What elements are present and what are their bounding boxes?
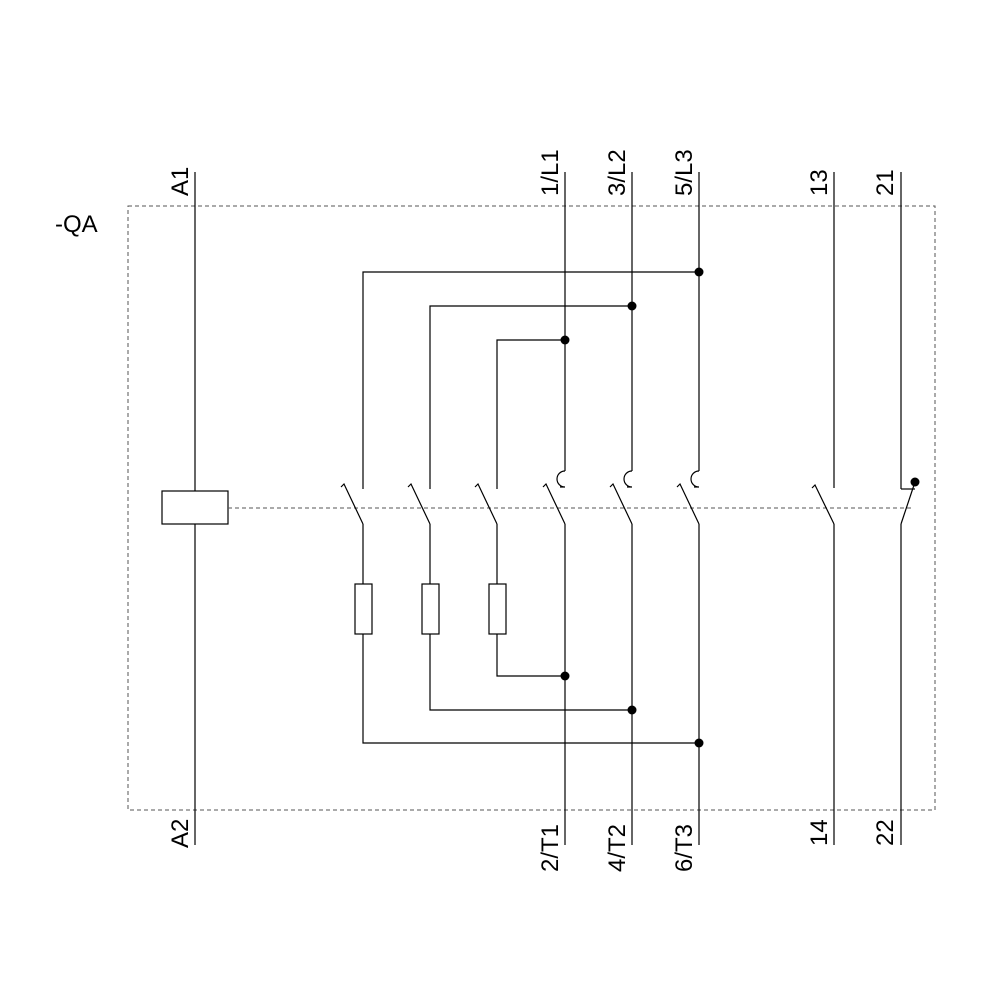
terminal-label-l1: 1/L1 bbox=[537, 149, 564, 196]
terminal-label-22: 22 bbox=[872, 819, 899, 846]
terminal-label-a2: A2 bbox=[167, 819, 194, 848]
aux-contact-nc bbox=[900, 172, 920, 845]
terminal-label-t2: 4/T2 bbox=[604, 824, 631, 872]
bypass-branch-l2 bbox=[407, 301, 637, 715]
device-boundary bbox=[127, 205, 936, 811]
aux-contact-no bbox=[811, 172, 835, 845]
device-label: -QA bbox=[55, 211, 98, 238]
terminal-label-a1: A1 bbox=[167, 167, 194, 196]
terminal-label-14: 14 bbox=[806, 819, 833, 846]
main-contact-l3 bbox=[676, 172, 700, 845]
resistor-l1 bbox=[488, 583, 507, 635]
bypass-branch-l3 bbox=[340, 267, 704, 748]
terminal-label-l2: 3/L2 bbox=[604, 149, 631, 196]
main-contact-l2 bbox=[609, 172, 633, 845]
terminal-label-t1: 2/T1 bbox=[537, 824, 564, 872]
resistor-l3 bbox=[354, 583, 373, 635]
coil-circuit bbox=[161, 172, 229, 845]
main-contact-l1 bbox=[542, 172, 566, 845]
terminal-label-l3: 5/L3 bbox=[671, 149, 698, 196]
resistor-l2 bbox=[421, 583, 440, 635]
terminal-label-21: 21 bbox=[872, 169, 899, 196]
bypass-branch-l1 bbox=[474, 335, 570, 681]
coil-symbol bbox=[161, 490, 229, 525]
terminal-label-t3: 6/T3 bbox=[671, 824, 698, 872]
terminal-label-13: 13 bbox=[806, 169, 833, 196]
